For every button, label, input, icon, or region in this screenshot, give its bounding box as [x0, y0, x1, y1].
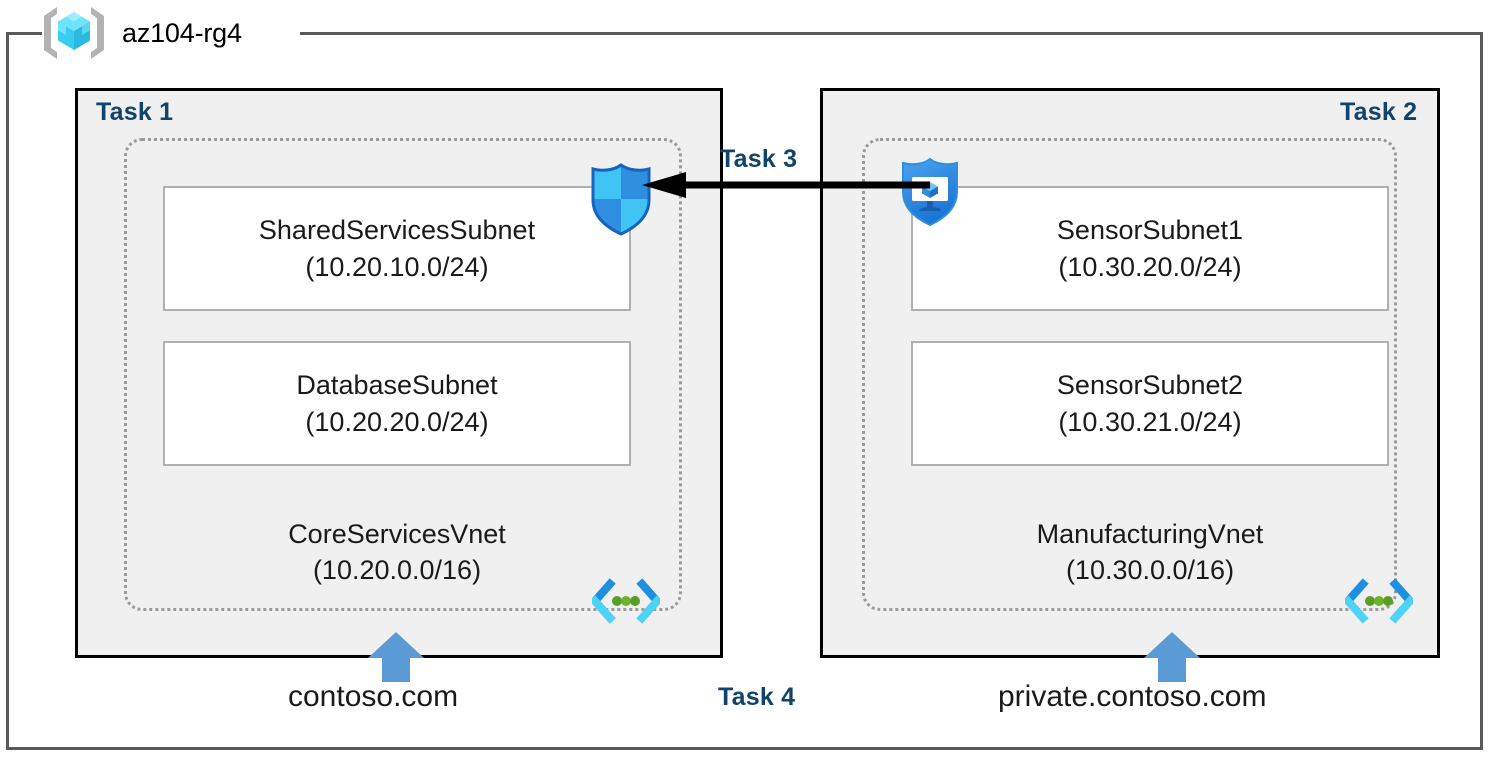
task-4-label: Task 4: [718, 683, 796, 711]
dns-zone-private-label: private.contoso.com: [998, 680, 1267, 713]
vnet-name: ManufacturingVnet: [1036, 519, 1264, 549]
resource-group-title: az104-rg4: [122, 17, 242, 48]
network-security-shield-icon: [586, 160, 656, 238]
vnet-cidr: (10.20.0.0/16): [312, 555, 482, 586]
vnet-manufacturing-boundary: [862, 138, 1397, 611]
resource-group-cube-icon: [40, 4, 108, 62]
task-3-label: Task 3: [720, 145, 798, 173]
subnet-sharedservicessubnet: SharedServicesSubnet (10.20.10.0/24): [163, 186, 631, 311]
subnet-name: DatabaseSubnet: [296, 370, 498, 401]
vnet-coreservices-boundary: [124, 138, 682, 611]
resource-group-frame-top-right: [300, 32, 1483, 35]
subnet-cidr: (10.20.20.0/24): [305, 406, 489, 437]
virtual-network-icon: [589, 578, 663, 624]
virtual-network-icon: [1342, 578, 1416, 624]
dns-up-arrow-icon: [366, 630, 426, 682]
subnet-cidr: (10.30.21.0/24): [1058, 406, 1242, 437]
resource-group-frame-top-left: [6, 32, 42, 35]
subnet-cidr: (10.20.10.0/24): [305, 251, 489, 282]
task-2-label: Task 2: [1340, 98, 1418, 126]
resource-group-frame: [6, 32, 1483, 750]
dns-zone-public-label: contoso.com: [288, 680, 459, 713]
vnet-coreservices-caption: CoreServicesVnet (10.20.0.0/16): [163, 516, 631, 588]
subnet-databasesubnet: DatabaseSubnet (10.20.20.0/24): [163, 341, 631, 466]
vnet-name: CoreServicesVnet: [288, 519, 506, 549]
vnet-cidr: (10.30.0.0/16): [1065, 555, 1235, 586]
resource-group-header: az104-rg4: [40, 4, 242, 62]
subnet-name: SensorSubnet2: [1056, 370, 1244, 401]
subnet-sensorsubnet1: SensorSubnet1 (10.30.20.0/24): [911, 186, 1389, 311]
subnet-sensorsubnet2: SensorSubnet2 (10.30.21.0/24): [911, 341, 1389, 466]
subnet-name: SharedServicesSubnet: [258, 215, 536, 246]
subnet-name: SensorSubnet1: [1056, 215, 1244, 246]
task-1-label: Task 1: [96, 98, 174, 126]
subnet-cidr: (10.30.20.0/24): [1058, 251, 1242, 282]
dns-up-arrow-icon: [1142, 630, 1202, 682]
peering-arrow-left-icon: [640, 172, 930, 198]
vnet-manufacturing-caption: ManufacturingVnet (10.30.0.0/16): [911, 516, 1389, 588]
